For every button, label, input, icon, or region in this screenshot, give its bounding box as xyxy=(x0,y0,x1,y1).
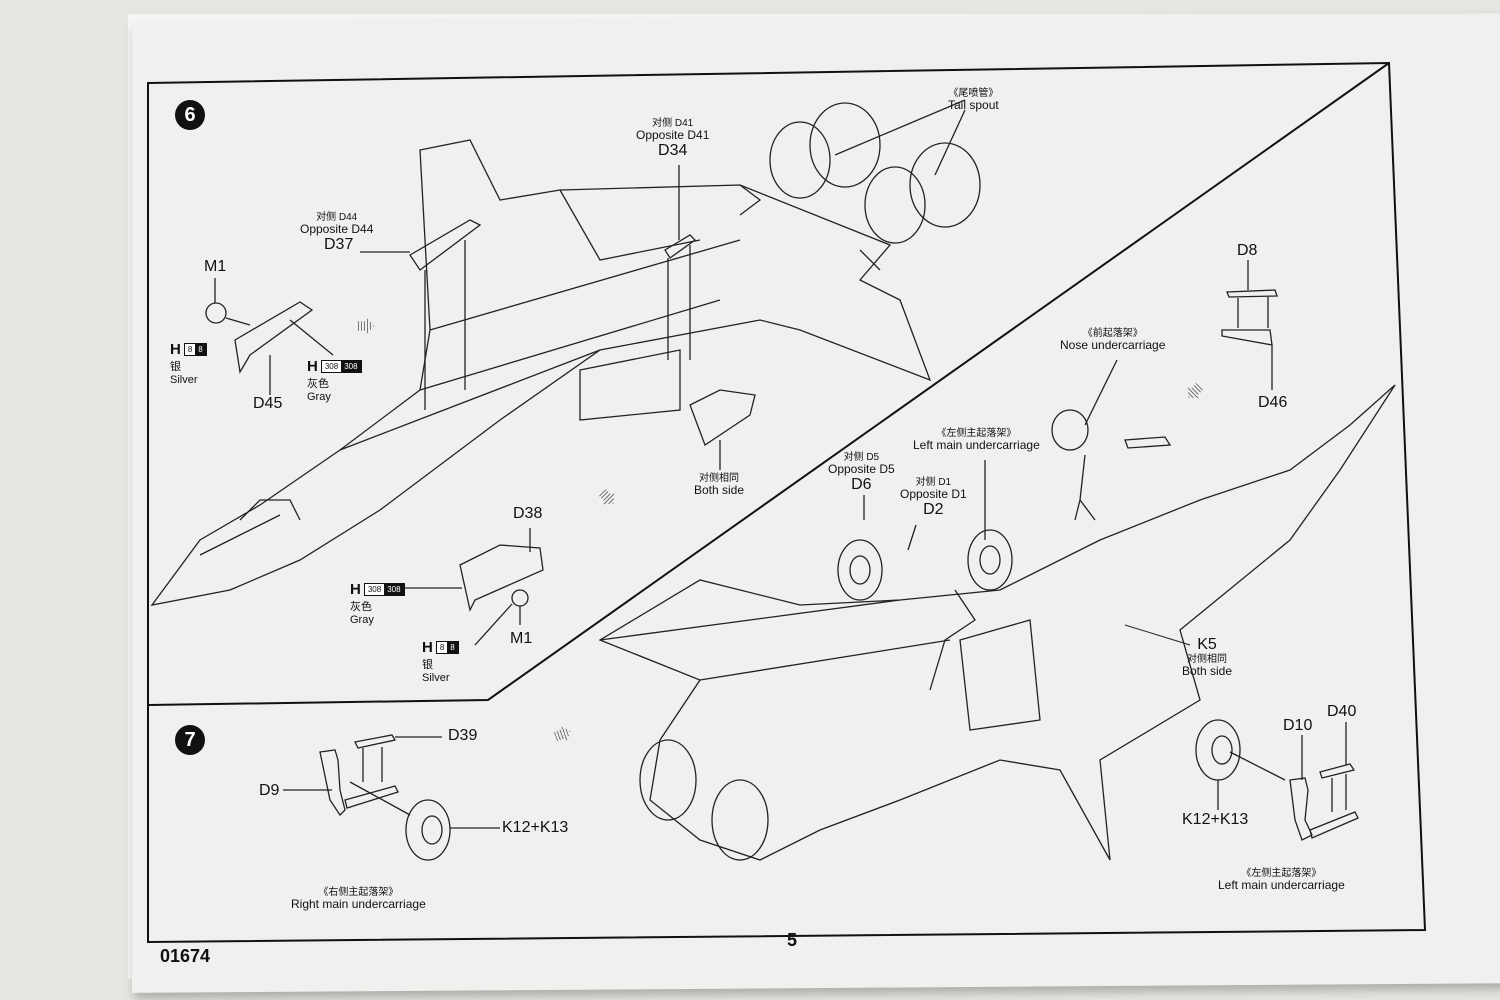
d9-label: D9 xyxy=(259,782,280,799)
step-divider xyxy=(147,62,1390,706)
d6-label: 对侧 D5 Opposite D5 D6 xyxy=(828,452,895,494)
jet-top-view xyxy=(150,139,932,606)
both-side-mid-label: 对侧相同 Both side xyxy=(694,473,745,497)
d10-label: D10 xyxy=(1283,717,1313,734)
m1-top-label: M1 xyxy=(204,258,227,275)
page-number: 5 xyxy=(787,930,798,950)
right-main-undercarriage-label: 《右侧主起落架》 Right main undercarriage xyxy=(291,887,426,911)
tail-spout-parts xyxy=(769,99,981,244)
k12-k13-right-label: K12+K13 xyxy=(502,819,569,836)
d40-label: D40 xyxy=(1327,703,1357,720)
right-main-undercarriage-part xyxy=(283,734,500,861)
nose-undercarriage-part xyxy=(1051,359,1172,521)
d45-part xyxy=(205,278,334,395)
d38-label: D38 xyxy=(513,505,543,522)
d37-part xyxy=(360,219,482,410)
d8-d46-parts xyxy=(1221,260,1278,390)
d45-label: D45 xyxy=(253,395,283,412)
d38-part xyxy=(400,528,544,646)
left-main-undercarriage-label: 《左侧主起落架》 Left main undercarriage xyxy=(1218,868,1345,892)
kit-code: 01674 xyxy=(160,946,211,966)
jet-bottom-view xyxy=(598,384,1396,861)
d34-label: 对侧 D41 Opposite D41 D34 xyxy=(636,118,710,160)
tail-spout-label: 《尾喷管》 Tail spout xyxy=(948,88,999,112)
left-main-wheel-inline xyxy=(837,460,1013,691)
left-main-step6-label: 《左侧主起落架》 Left main undercarriage xyxy=(913,428,1040,452)
d46-label: D46 xyxy=(1258,394,1288,411)
m1-bottom-label: M1 xyxy=(510,630,533,647)
step-7-badge: 7 xyxy=(175,725,205,755)
d39-label: D39 xyxy=(448,727,478,744)
d34-part xyxy=(664,165,697,360)
d2-label: 对侧 D1 Opposite D1 D2 xyxy=(900,477,967,519)
step-6-badge: 6 xyxy=(175,100,205,130)
d8-label: D8 xyxy=(1237,242,1258,259)
k12-k13-left-label: K12+K13 xyxy=(1182,811,1249,828)
k5-leader xyxy=(1124,624,1191,646)
left-main-undercarriage-part xyxy=(1195,719,1359,841)
d37-label: 对侧 D44 Opposite D44 D37 xyxy=(300,212,374,254)
nose-undercarriage-label: 《前起落架》 Nose undercarriage xyxy=(1060,328,1166,352)
direction-arrow-icon xyxy=(358,318,374,334)
page-frame xyxy=(147,61,1427,944)
both-side-part xyxy=(689,389,756,470)
k5-label: K5 对侧相同 Both side xyxy=(1182,636,1233,678)
